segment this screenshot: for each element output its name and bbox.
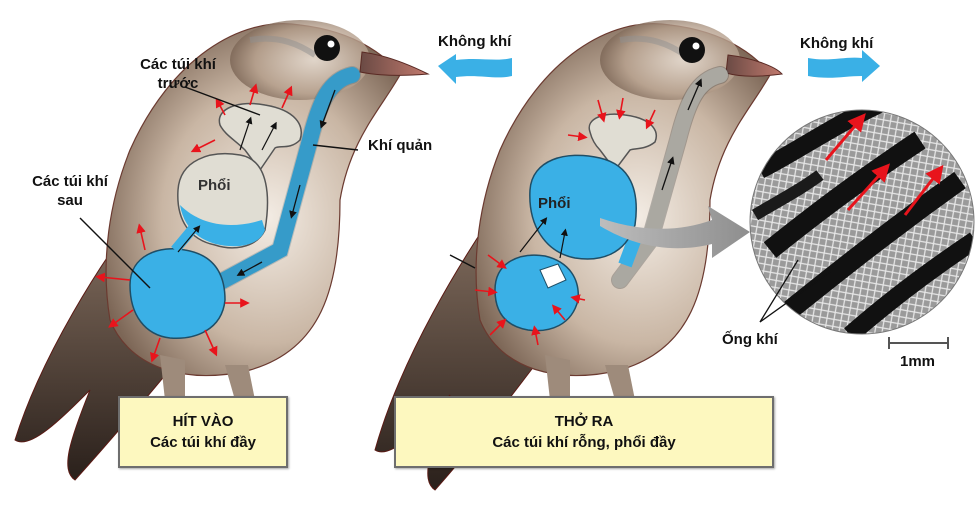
caption-title: HÍT VÀO — [172, 413, 234, 430]
label-air-capillaries: Ống khí — [722, 331, 778, 348]
caption-subtitle: Các túi khí đầy — [150, 434, 256, 451]
anterior-air-sac — [588, 113, 657, 172]
caption-title: THỞ RA — [554, 413, 614, 430]
label-line: Các túi khí — [32, 173, 108, 190]
label-scale: 1mm — [900, 353, 936, 370]
trachea — [207, 67, 360, 293]
beak — [725, 54, 783, 77]
posterior-air-sac — [129, 248, 226, 339]
label-lung-exhale: Phổi — [538, 195, 571, 212]
label-line: trước — [157, 75, 199, 92]
anterior-air-sac — [218, 102, 302, 172]
caption-subtitle: Các túi khí rỗng, phổi đầy — [492, 434, 676, 451]
expansion-arrows — [95, 83, 293, 363]
lung — [529, 154, 637, 260]
arrow-left-icon — [438, 54, 512, 84]
air-capillary-micrograph — [749, 109, 975, 335]
label-posterior-air-sacs: Các túi khí sau — [25, 172, 115, 210]
label-air-in: Không khí — [438, 33, 512, 50]
label-lung-inhale: Phổi — [198, 177, 231, 194]
eye — [314, 35, 340, 61]
beak — [359, 51, 430, 76]
compression-arrows — [474, 97, 656, 346]
label-line: sau — [57, 192, 83, 209]
scale-bar — [888, 337, 949, 349]
posterior-air-sac — [494, 254, 579, 332]
trachea — [612, 67, 728, 288]
caption-exhale: THỞ RA Các túi khí rỗng, phổi đầy — [394, 396, 774, 468]
eye — [679, 37, 705, 63]
caption-inhale: HÍT VÀO Các túi khí đầy — [118, 396, 288, 468]
label-trachea: Khí quản — [368, 137, 433, 154]
bird-inhale — [14, 20, 430, 481]
curved-arrow-right-icon — [600, 206, 750, 258]
arrow-right-icon — [808, 50, 880, 82]
label-anterior-air-sacs: Các túi khí trước — [128, 55, 228, 93]
label-air-out: Không khí — [800, 35, 874, 52]
label-line: Các túi khí — [140, 56, 216, 73]
